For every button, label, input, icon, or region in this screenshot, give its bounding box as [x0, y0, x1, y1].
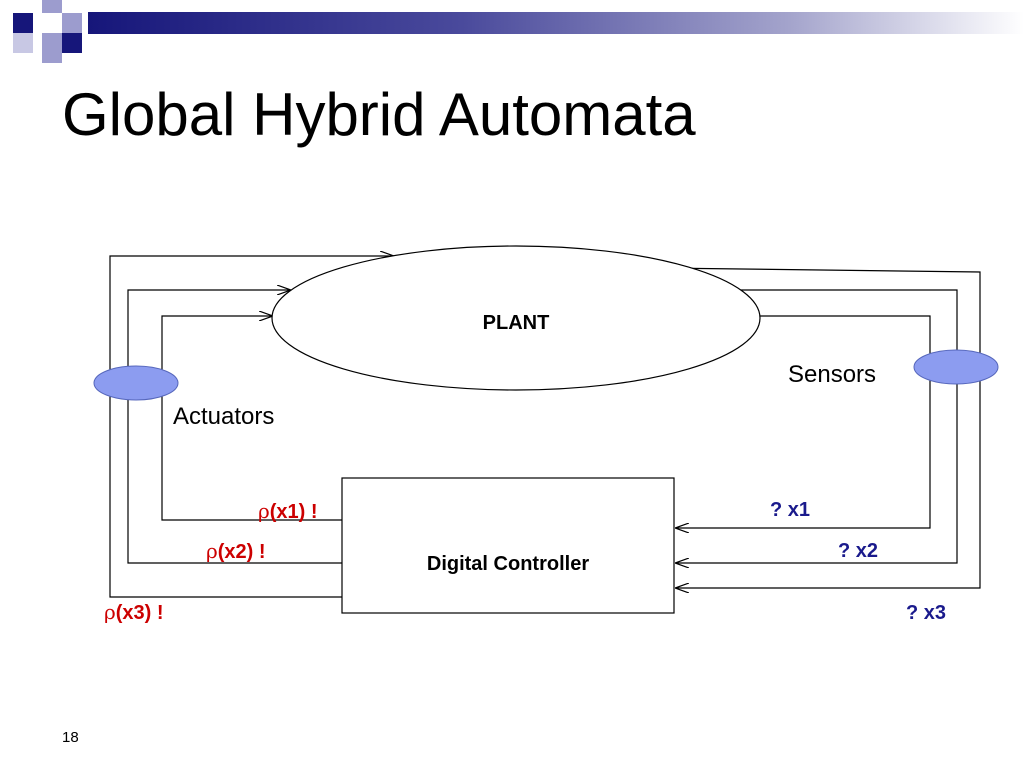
sensor-line-x2 [676, 289, 958, 563]
header-square-lavender-1 [42, 0, 62, 13]
actuator-output-x2: ρ(x2) ! [206, 539, 266, 563]
plant-label: PLANT [483, 312, 550, 334]
actuator-output-x3: ρ(x3) ! [104, 600, 164, 624]
digital-controller-box [341, 477, 675, 614]
actuator-line-x3 [109, 256, 393, 598]
header-square-navy-2 [62, 33, 82, 53]
header-gradient-bar [88, 12, 1024, 34]
sensor-input-x3: ? x3 [906, 602, 946, 624]
header-square-lavender-3 [42, 33, 62, 53]
sensor-input-x1: ? x1 [770, 499, 810, 521]
header-square-navy-1 [13, 13, 33, 33]
sensor-node [913, 349, 999, 385]
plant-node [271, 245, 761, 391]
actuator-line-x1 [161, 316, 342, 521]
page-number: 18 [62, 729, 79, 746]
header-square-lavender-4 [13, 33, 33, 53]
header-square-lavender-5 [42, 53, 62, 63]
actuator-output-x1: ρ(x1) ! [258, 499, 318, 523]
actuator-line-x2 [127, 290, 342, 564]
slide-title: Global Hybrid Automata [62, 81, 696, 148]
sensor-input-x2: ? x2 [838, 540, 878, 562]
sensors-label: Sensors [788, 361, 876, 388]
controller-label: Digital Controller [427, 553, 589, 575]
sensor-line-x3 [659, 267, 981, 588]
actuator-node [93, 365, 179, 401]
sensor-line-x1 [676, 315, 931, 528]
header-square-lavender-2 [62, 13, 82, 33]
actuators-label: Actuators [173, 403, 274, 430]
